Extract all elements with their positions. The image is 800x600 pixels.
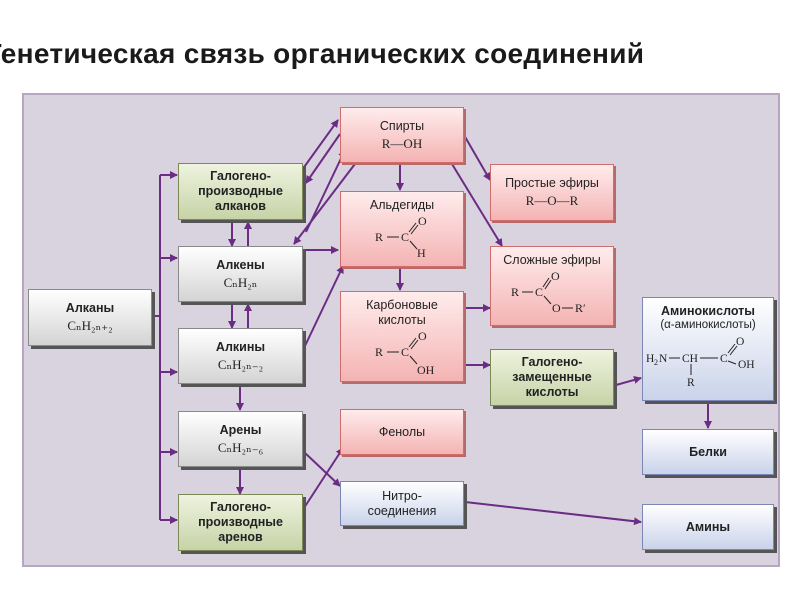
ester-structure: R C O O R′ (511, 269, 586, 315)
svg-text:H: H (417, 246, 426, 259)
node-nitro-label: Нитро- соединения (367, 488, 437, 518)
page-title: Генетическая связь органических соединен… (0, 38, 645, 69)
svg-text:C: C (401, 345, 409, 359)
node-alkiny-formula: CₙH₂ₙ₋₂ (217, 356, 264, 372)
carboxylic-acid-structure: R C O OH (375, 329, 435, 377)
svg-text:C: C (535, 285, 543, 299)
node-slozhnye-label: Сложные эфиры (503, 253, 601, 267)
arrow-spirty-to-galo-alk (305, 133, 341, 184)
svg-text:R: R (375, 345, 383, 359)
amino-acid-structure: H 2 N CH C O OH R (646, 336, 755, 388)
svg-text:OH: OH (738, 359, 755, 371)
node-karbon-label: Карбоновые кислоты (366, 298, 438, 327)
node-belki: Белки (642, 429, 774, 475)
node-karbon: Карбоновые кислоты R C O OH (340, 291, 464, 382)
node-fenoly-label: Фенолы (378, 424, 426, 439)
svg-text:N: N (659, 353, 668, 365)
svg-text:O: O (418, 329, 427, 343)
node-amino-label: Аминокислоты (661, 304, 755, 318)
node-prostye: Простые эфиры R—O—R (490, 164, 614, 221)
arrow-galo-alk-to-spirty (301, 119, 339, 171)
node-aldegidy: Альдегиды R C O H (340, 191, 464, 267)
node-aldegidy-label: Альдегиды (369, 198, 435, 212)
node-aminy-label: Амины (685, 519, 731, 534)
svg-text:R: R (375, 230, 383, 244)
aldehyde-structure: R C O H (375, 214, 427, 259)
svg-text:C: C (720, 353, 728, 365)
arrow-nitro-to-aminy (464, 501, 642, 526)
node-spirty-label: Спирты (379, 118, 425, 133)
node-galo-alk: Галогено- производные алканов (178, 163, 303, 220)
svg-text:R: R (687, 377, 695, 388)
node-prostye-label: Простые эфиры (505, 176, 599, 191)
node-amino-sublabel: (α-аминокислоты) (660, 318, 756, 331)
node-alkany: Алканы CₙH₂ₙ₊₂ (28, 289, 152, 346)
node-aminy: Амины (642, 504, 774, 550)
node-nitro: Нитро- соединения (340, 481, 464, 526)
node-alkeny-label: Алкены (216, 257, 265, 272)
node-amino: Аминокислоты (α-аминокислоты) H 2 N CH C… (642, 297, 774, 401)
svg-text:R: R (511, 285, 519, 299)
node-areny-label: Арены (219, 422, 262, 437)
svg-text:H: H (646, 353, 654, 365)
node-spirty-formula: R—OH (381, 135, 423, 151)
arrow-alkiny-to-aldegidy (303, 265, 344, 349)
node-slozhnye: Сложные эфиры R C O O R′ (490, 246, 614, 326)
node-alkany-formula: CₙH₂ₙ₊₂ (67, 318, 113, 334)
node-alkany-label: Алканы (65, 301, 115, 316)
node-galo-ar-label: Галогено- производные аренов (198, 500, 283, 544)
svg-text:O: O (418, 214, 427, 228)
node-galo-kisl-label: Галогено- замещенные кислоты (512, 355, 592, 399)
node-areny-formula: CₙH₂ₙ₋₆ (217, 439, 264, 455)
arrow-spirty-to-alkeny (293, 159, 359, 245)
node-prostye-formula: R—O—R (525, 193, 579, 209)
svg-text:O: O (551, 269, 560, 283)
node-alkeny: Алкены CₙH₂ₙ (178, 246, 303, 302)
node-areny: Арены CₙH₂ₙ₋₆ (178, 411, 303, 467)
node-fenoly: Фенолы (340, 409, 464, 455)
arrow-spirty-to-prostye (463, 134, 491, 181)
node-galo-kisl: Галогено- замещенные кислоты (490, 349, 614, 406)
svg-text:R′: R′ (575, 301, 586, 315)
arrow-galo-ar-to-fenoly (303, 447, 344, 509)
node-alkiny: Алкины CₙH₂ₙ₋₂ (178, 328, 303, 384)
node-alkeny-formula: CₙH₂ₙ (223, 274, 258, 290)
node-spirty: Спирты R—OH (340, 107, 464, 163)
svg-text:C: C (401, 230, 409, 244)
node-galo-ar: Галогено- производные аренов (178, 494, 303, 551)
svg-text:O: O (552, 301, 561, 315)
arrow-spirty-to-slozhnye (451, 163, 503, 247)
svg-text:OH: OH (417, 363, 435, 377)
svg-text:2: 2 (654, 358, 658, 367)
arrow-areny-to-nitro (303, 451, 341, 487)
node-galo-alk-label: Галогено- производные алканов (198, 169, 283, 213)
svg-text:CH: CH (682, 353, 698, 365)
node-belki-label: Белки (689, 444, 727, 459)
svg-text:O: O (736, 336, 744, 348)
arrow-galo-kisl-to-amino (615, 376, 642, 386)
node-alkiny-label: Алкины (215, 339, 266, 354)
